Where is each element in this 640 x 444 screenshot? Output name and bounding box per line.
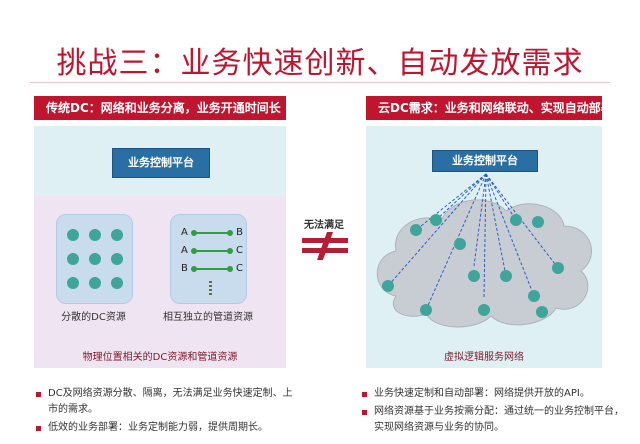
dc-node xyxy=(111,277,123,289)
pipe-endpoint-left: B xyxy=(181,263,188,274)
pipe-endpoint-right: C xyxy=(236,263,243,274)
pipe-row: A C xyxy=(181,245,243,257)
title-divider xyxy=(30,82,610,83)
dc-node xyxy=(89,253,101,265)
dc-node xyxy=(111,253,123,265)
right-bottom-caption: 虚拟逻辑服务网络 xyxy=(444,352,524,363)
left-resource-area: 分散的DC资源 A B A C B C 相互独立的管道资源 物理位置相关的DC资… xyxy=(34,196,286,368)
right-bullet-list: 业务快速定制和自动部署：网络提供开放的API。 网络资源基于业务按需分配：通过统… xyxy=(362,386,624,436)
more-pipes-ellipsis xyxy=(209,281,212,297)
pipe-line xyxy=(191,248,233,254)
bullet-item: 低效的业务部署：业务定制能力弱，提供周期长。 xyxy=(36,420,294,436)
bullet-item: 业务快速定制和自动部署：网络提供开放的API。 xyxy=(362,386,624,402)
right-network-area: 业务控制平台 虚拟逻辑服务网络 xyxy=(366,126,602,368)
right-platform-box: 业务控制平台 xyxy=(432,150,538,172)
left-bullet-list: DC及网络资源分散、隔离，无法满足业务快速定制、上市的需求。 低效的业务部署：业… xyxy=(36,386,294,436)
pipe-row: A B xyxy=(181,227,243,239)
dc-node xyxy=(67,229,79,241)
link-lines xyxy=(387,173,559,311)
left-platform-box: 业务控制平台 xyxy=(112,148,210,178)
left-panel-header: 传统DC：网络和业务分离，业务开通时间长 xyxy=(34,96,286,120)
dc-resource-card xyxy=(56,214,133,304)
pipe-endpoint-left: A xyxy=(181,245,188,256)
pipe-row: B C xyxy=(181,263,243,275)
pipe-line xyxy=(191,230,233,236)
pipe-line xyxy=(191,266,233,272)
right-panel-header: 云DC需求：业务和网络联动、实现自动部署 xyxy=(366,96,602,120)
slide-title: 挑战三：业务快速创新、自动发放需求 xyxy=(56,46,584,81)
pipe-endpoint-right: B xyxy=(236,227,243,238)
not-equal-icon xyxy=(302,232,348,260)
dc-node xyxy=(67,277,79,289)
dc-node xyxy=(89,229,101,241)
left-bottom-caption: 物理位置相关的DC资源和管道资源 xyxy=(82,352,238,363)
dc-node xyxy=(89,277,101,289)
pipe-resource-caption: 相互独立的管道资源 xyxy=(163,312,253,323)
network-nodes xyxy=(382,214,564,318)
pipe-endpoint-left: A xyxy=(181,227,188,238)
dc-node xyxy=(67,253,79,265)
cannot-satisfy-label: 无法满足 xyxy=(304,220,344,231)
pipe-endpoint-right: C xyxy=(236,245,243,256)
dc-resource-caption: 分散的DC资源 xyxy=(61,312,126,323)
left-platform-area: 业务控制平台 xyxy=(34,126,286,196)
bullet-item: DC及网络资源分散、隔离，无法满足业务快速定制、上市的需求。 xyxy=(36,386,294,418)
dc-node xyxy=(111,229,123,241)
pipe-resource-card: A B A C B C xyxy=(170,214,247,304)
bullet-item: 网络资源基于业务按需分配：通过统一的业务控制平台，实现网络资源与业务的协同。 xyxy=(362,404,624,436)
virtual-network-diagram xyxy=(376,173,592,328)
